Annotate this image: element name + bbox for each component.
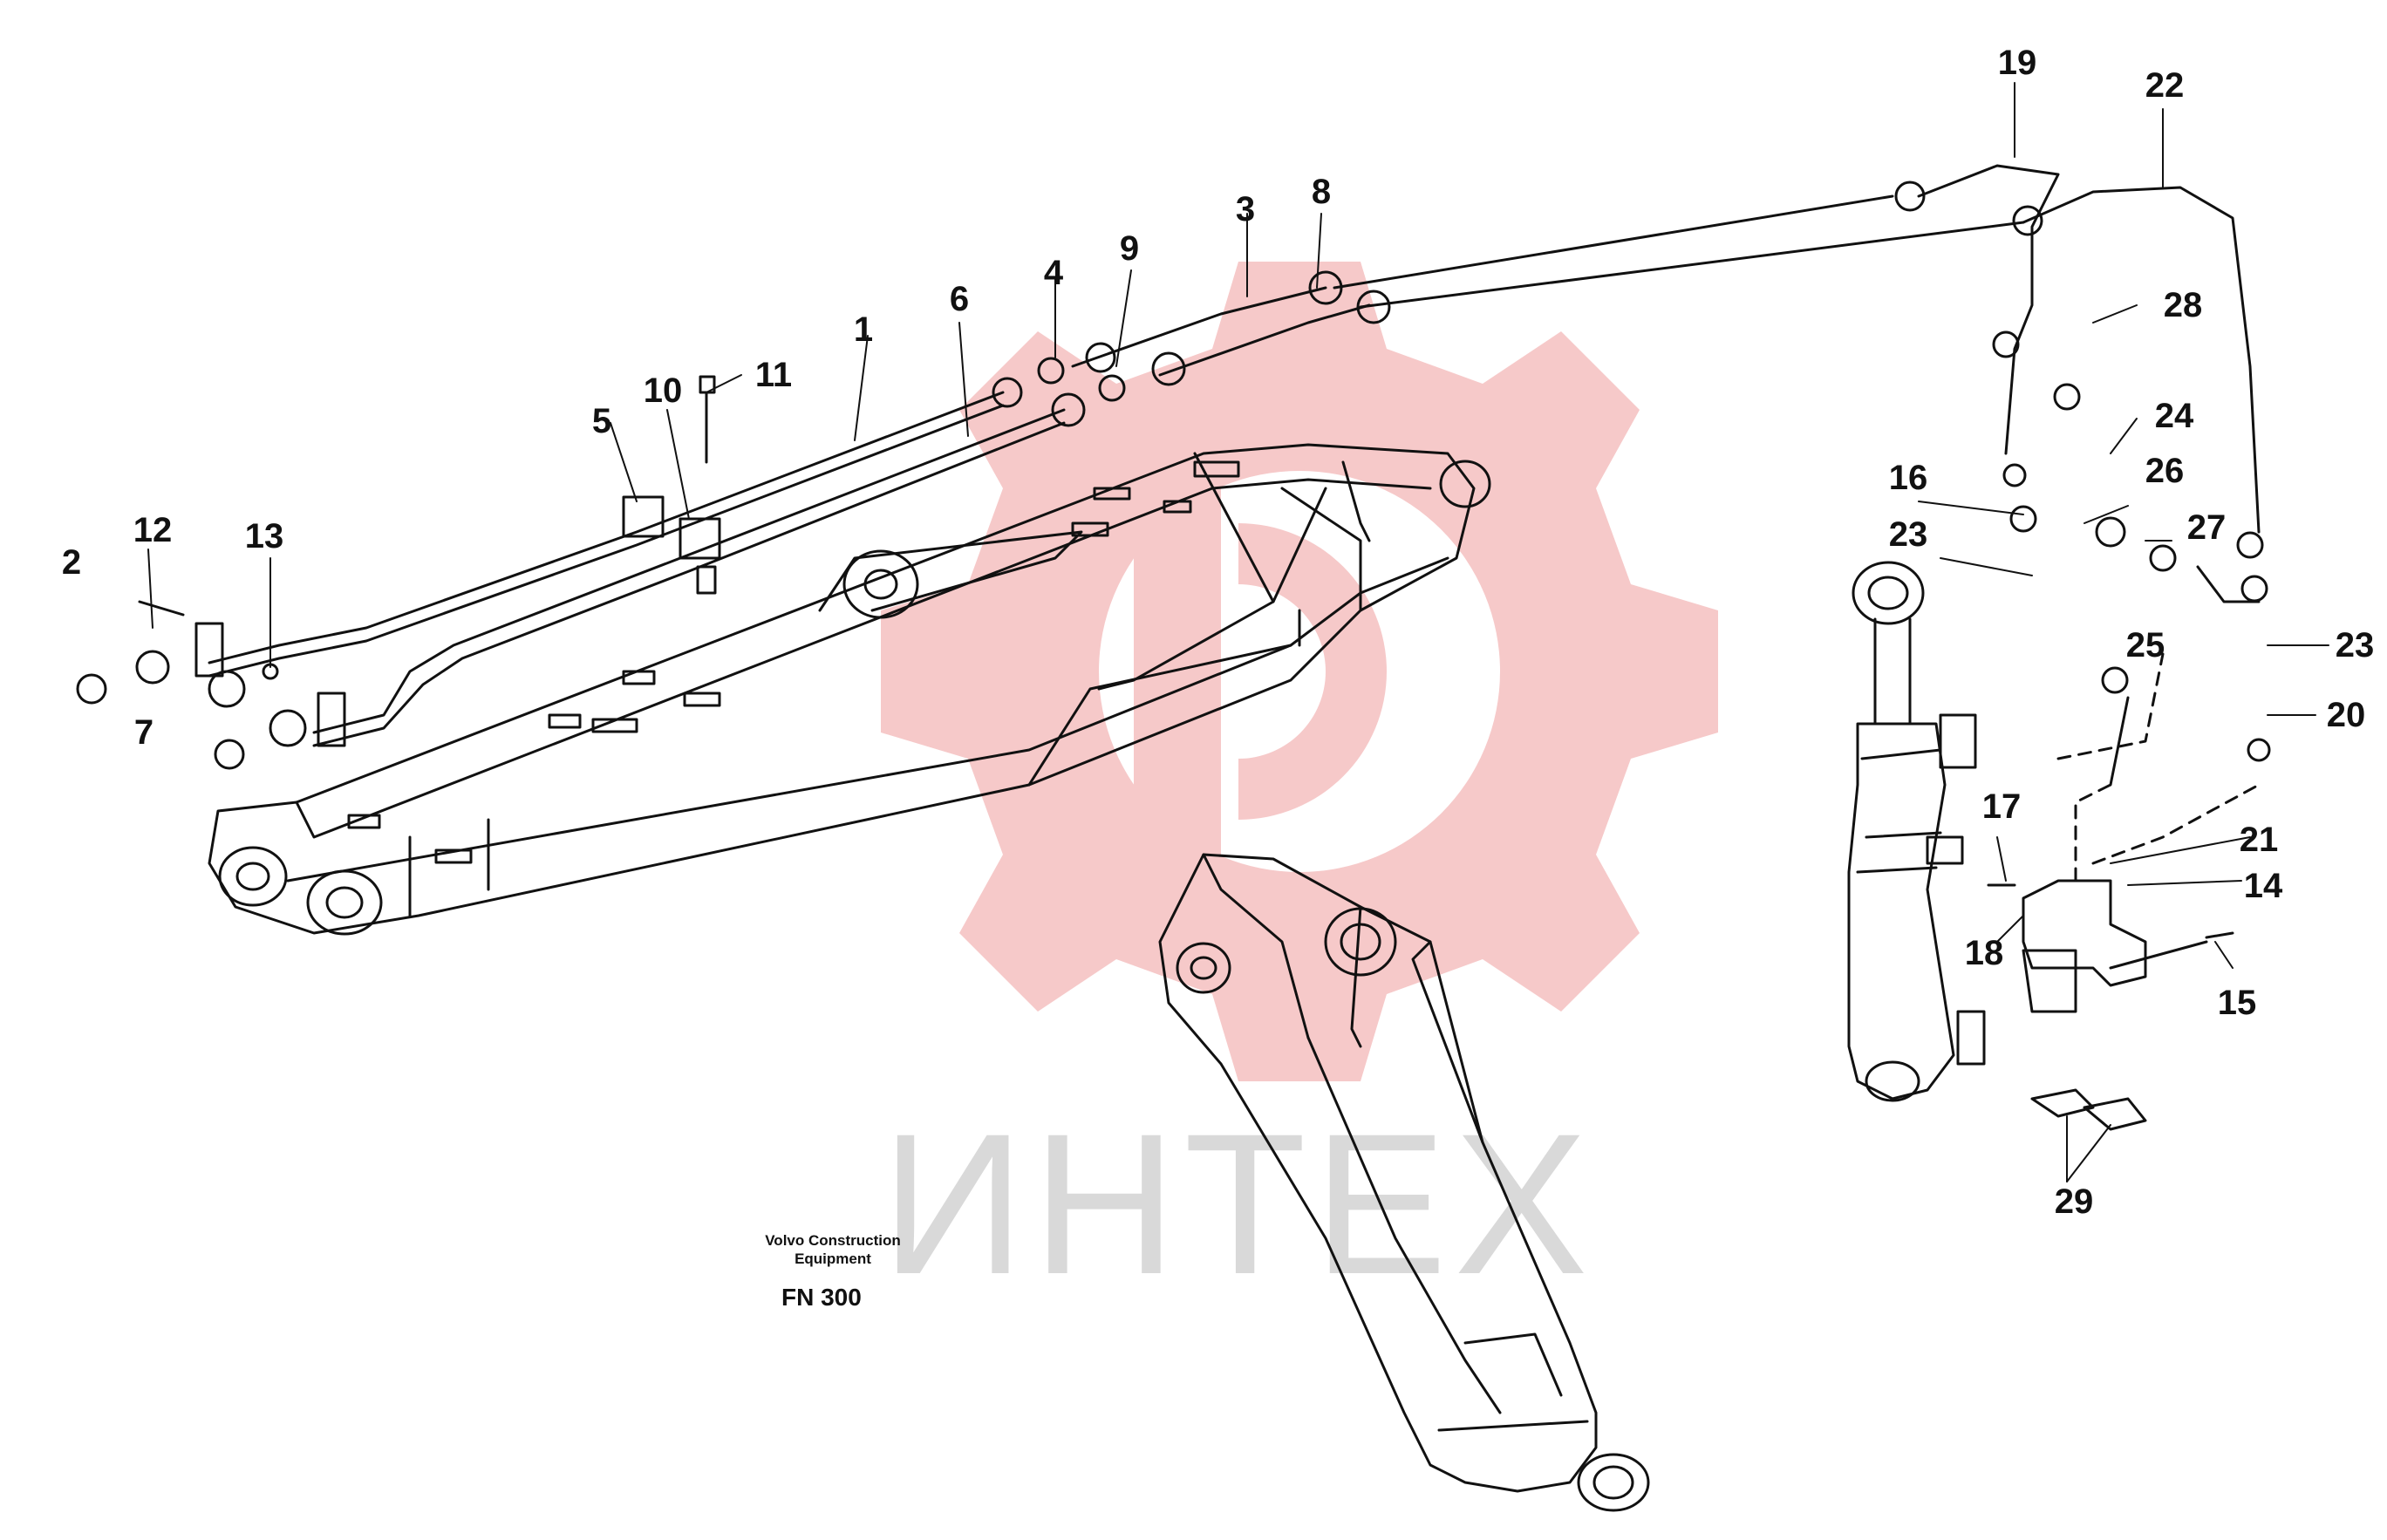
part-label-25[interactable]: 25 <box>2125 626 2165 664</box>
diagram-code: FN 300 <box>781 1284 862 1311</box>
valve-block <box>1987 652 2261 1013</box>
part-label-29[interactable]: 29 <box>2054 1182 2094 1221</box>
part-label-8[interactable]: 8 <box>1311 173 1332 211</box>
part-label-21[interactable]: 21 <box>2239 821 2279 859</box>
part-label-3[interactable]: 3 <box>1235 190 1256 228</box>
hydraulic-cylinder <box>1847 561 1986 1102</box>
part-label-10[interactable]: 10 <box>643 371 683 410</box>
lower-boom <box>1158 853 1650 1512</box>
part-label-20[interactable]: 20 <box>2326 696 2366 734</box>
part-label-9[interactable]: 9 <box>1119 229 1140 268</box>
part-label-14[interactable]: 14 <box>2243 867 2283 905</box>
part-label-6[interactable]: 6 <box>949 280 970 318</box>
part-label-2[interactable]: 2 <box>61 543 82 582</box>
fittings <box>76 181 2271 770</box>
part-label-27[interactable]: 27 <box>2186 508 2227 547</box>
manufacturer-caption: Volvo Construction Equipment <box>750 1231 916 1269</box>
part-label-19[interactable]: 19 <box>1997 44 2037 82</box>
part-label-15[interactable]: 15 <box>2217 984 2257 1022</box>
part-label-5[interactable]: 5 <box>591 402 612 440</box>
manufacturer-line-2: Equipment <box>795 1250 871 1268</box>
clamps <box>2030 1088 2147 1131</box>
part-label-23-right[interactable]: 23 <box>2335 626 2375 664</box>
part-label-17[interactable]: 17 <box>1981 787 2022 826</box>
part-label-22[interactable]: 22 <box>2145 66 2185 105</box>
part-label-12[interactable]: 12 <box>133 511 173 549</box>
part-label-26[interactable]: 26 <box>2145 452 2185 490</box>
leader-lines <box>147 82 2329 1182</box>
part-label-11[interactable]: 11 <box>754 356 793 394</box>
part-label-18[interactable]: 18 <box>1964 934 2004 972</box>
part-label-28[interactable]: 28 <box>2163 286 2203 324</box>
part-label-13[interactable]: 13 <box>244 517 284 555</box>
boom-arm <box>208 443 1491 936</box>
line-art <box>76 82 2329 1512</box>
part-label-24[interactable]: 24 <box>2154 397 2194 435</box>
manufacturer-line-1: Volvo Construction <box>765 1232 901 1249</box>
hydraulic-pipes <box>208 164 2261 747</box>
watermark-text: ИНТЕХ <box>881 1092 1595 1316</box>
part-label-1[interactable]: 1 <box>853 310 874 349</box>
part-label-16[interactable]: 16 <box>1888 459 1928 497</box>
part-label-4[interactable]: 4 <box>1043 254 1064 292</box>
part-label-23-left[interactable]: 23 <box>1888 515 1928 554</box>
part-label-7[interactable]: 7 <box>133 713 154 752</box>
